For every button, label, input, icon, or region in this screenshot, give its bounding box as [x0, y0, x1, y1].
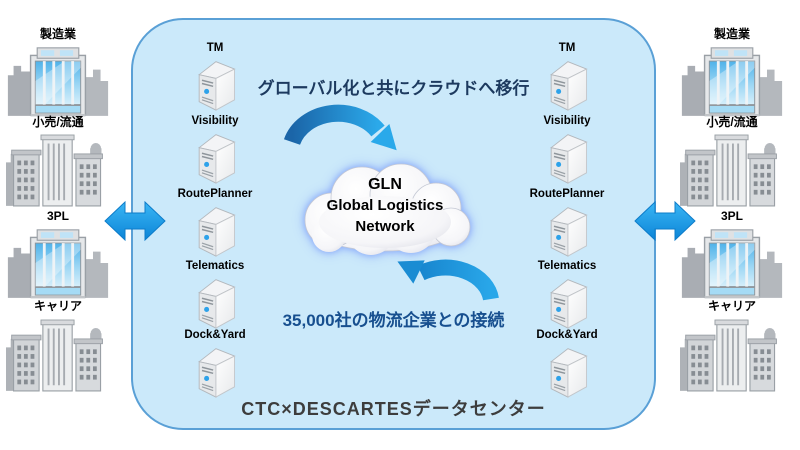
industry-label: 3PL — [46, 209, 69, 223]
server-label: Visibility — [543, 115, 591, 127]
server-group-left-routeplanner: RoutePlanner — [160, 187, 270, 257]
server-group-right-visibility: Visibility — [512, 114, 622, 184]
industry-group-left-manufacturing: 製造業 — [3, 27, 113, 117]
cloud-title-line3: Network — [355, 218, 415, 235]
server-icon — [544, 57, 590, 111]
server-label: Visibility — [191, 115, 239, 127]
server-label: RoutePlanner — [529, 188, 605, 200]
server-icon — [192, 57, 238, 111]
industry-label: キャリア — [707, 299, 756, 313]
city-buildings-icon — [6, 315, 110, 395]
server-group-right-telematics: Telematics — [512, 259, 622, 329]
office-tower-icon — [6, 43, 110, 117]
curved-arrow-top-icon — [283, 104, 397, 151]
server-label: Dock&Yard — [184, 329, 246, 341]
cloud-migration-caption: グローバル化と共にクラウドへ移行 — [257, 79, 530, 98]
server-icon — [192, 275, 238, 329]
server-icon — [192, 203, 238, 257]
server-group-right-tm: TM — [512, 41, 622, 111]
server-label: Telematics — [537, 260, 597, 272]
city-buildings-icon — [680, 131, 784, 209]
industry-group-left-retail: 小売/流通 — [3, 115, 113, 209]
server-group-left-visibility: Visibility — [160, 114, 270, 184]
server-group-left-telematics: Telematics — [160, 259, 270, 329]
server-label: RoutePlanner — [177, 188, 253, 200]
industry-group-right-carrier: キャリア — [677, 299, 787, 395]
industry-group-left-carrier: キャリア — [3, 299, 113, 395]
server-icon — [544, 344, 590, 398]
server-label: Telematics — [185, 260, 245, 272]
office-tower-icon — [680, 225, 784, 299]
industry-label: 小売/流通 — [32, 115, 84, 129]
server-icon — [544, 130, 590, 184]
server-group-left-dockyard: Dock&Yard — [160, 328, 270, 398]
office-tower-icon — [680, 43, 784, 117]
server-icon — [544, 275, 590, 329]
city-buildings-icon — [6, 131, 110, 209]
industry-label: キャリア — [33, 299, 82, 313]
server-label: Dock&Yard — [536, 329, 598, 341]
industry-group-right-retail: 小売/流通 — [677, 115, 787, 209]
datacenter-label: CTC×DESCARTESデータセンター — [241, 399, 546, 419]
server-icon — [544, 203, 590, 257]
server-group-right-dockyard: Dock&Yard — [512, 328, 622, 398]
city-buildings-icon — [680, 315, 784, 395]
office-tower-icon — [6, 225, 110, 299]
industry-label: 製造業 — [713, 27, 750, 41]
industry-group-right-manufacturing: 製造業 — [677, 27, 787, 117]
server-icon — [192, 130, 238, 184]
logistics-connection-caption: 35,000社の物流企業との接続 — [282, 311, 505, 330]
server-label: TM — [558, 42, 576, 54]
industry-group-left-3pl: 3PL — [3, 209, 113, 299]
server-icon — [192, 344, 238, 398]
cloud-title-line1: GLN — [368, 176, 402, 193]
cloud-title: GLN Global Logistics Network — [280, 174, 490, 237]
server-label: TM — [206, 42, 224, 54]
server-group-left-tm: TM — [160, 41, 270, 111]
server-group-right-routeplanner: RoutePlanner — [512, 187, 622, 257]
industry-group-right-3pl: 3PL — [677, 209, 787, 299]
industry-label: 小売/流通 — [706, 115, 758, 129]
industry-label: 製造業 — [39, 27, 76, 41]
cloud-title-line2: Global Logistics — [326, 197, 444, 214]
industry-label: 3PL — [720, 209, 743, 223]
curved-arrow-bottom-icon — [397, 259, 499, 301]
